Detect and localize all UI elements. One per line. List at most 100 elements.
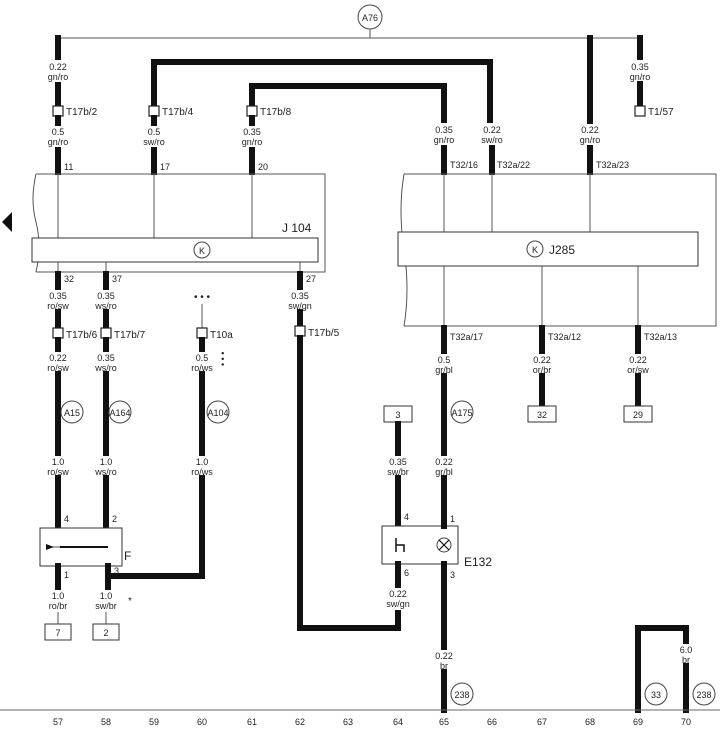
w37-color2: ws/ro bbox=[94, 363, 117, 373]
f-out-l-size: 1.0 bbox=[52, 591, 65, 601]
right-size: 6.0 bbox=[680, 645, 693, 655]
col-num-1: 57 bbox=[53, 717, 63, 727]
j285-wire-size-3: 0.22 bbox=[581, 125, 599, 135]
connector-label-t17b-8: T17b/8 bbox=[260, 107, 292, 118]
j285-pin-3: T32a/23 bbox=[596, 160, 629, 170]
label-bg-10 bbox=[40, 352, 76, 374]
j285b-pin-1: T32a/17 bbox=[450, 332, 483, 342]
connector-t17b-2 bbox=[52, 105, 64, 117]
label-bg-2 bbox=[40, 126, 76, 148]
j285b3-size: 0.22 bbox=[629, 355, 647, 365]
j285b1-size2: 0.22 bbox=[435, 457, 453, 467]
wire-loop-gn-ro bbox=[249, 83, 447, 123]
wire-loop-sw-ro bbox=[151, 59, 493, 123]
w32-size2: 0.22 bbox=[49, 353, 67, 363]
connector-label-t17b-2: T17b/2 bbox=[66, 107, 98, 118]
label-bg-20 bbox=[378, 456, 418, 478]
w37-color: ws/ro bbox=[94, 301, 117, 311]
ref-circle-a175 bbox=[450, 400, 474, 424]
box-7-label: 7 bbox=[55, 628, 60, 638]
connector-label-t17b-4: T17b/4 bbox=[162, 107, 194, 118]
f-pin-2: 2 bbox=[112, 514, 117, 524]
e132-swgn-size: 0.22 bbox=[389, 589, 407, 599]
label-bg-25 bbox=[522, 354, 562, 376]
left-arrow-icon bbox=[2, 212, 12, 232]
j285b1-size: 0.5 bbox=[438, 355, 451, 365]
conn-t17b-5: T17b/5 bbox=[308, 328, 340, 339]
box-32 bbox=[527, 405, 557, 423]
label-bg-24 bbox=[424, 650, 464, 672]
j285-symbol: K bbox=[532, 245, 538, 255]
j285-frame bbox=[404, 173, 717, 327]
box-7 bbox=[44, 623, 72, 641]
connector-t17b-8 bbox=[246, 105, 258, 117]
label-bg-3 bbox=[136, 126, 172, 148]
label-bg-23 bbox=[424, 456, 464, 478]
wire-right-loop bbox=[635, 625, 689, 713]
w32-color2: ro/sw bbox=[47, 363, 69, 373]
ref-circle-238-a bbox=[450, 682, 474, 706]
connector-t17b-6 bbox=[52, 327, 64, 339]
j104-symbol-circle bbox=[193, 241, 211, 259]
j104-pin-11: 11 bbox=[64, 162, 73, 172]
wire-color-1: gn/ro bbox=[48, 72, 69, 82]
wire-color-2: gn/ro bbox=[630, 72, 651, 82]
f-out-r-color: sw/br bbox=[95, 601, 117, 611]
w27-size: 0.35 bbox=[291, 291, 309, 301]
j285b-pin-3: T32a/13 bbox=[644, 332, 677, 342]
label-bg-17 bbox=[280, 290, 320, 312]
j285b1-color: gr/bl bbox=[435, 365, 453, 375]
t10a-size3: 1.0 bbox=[196, 457, 209, 467]
j285-wire-color-2: sw/ro bbox=[481, 135, 503, 145]
e132-pin-6: 6 bbox=[404, 568, 409, 578]
w37-size: 0.35 bbox=[97, 291, 115, 301]
ref-238-b: 238 bbox=[696, 690, 711, 700]
col-num-11: 67 bbox=[537, 717, 547, 727]
e132-label: E132 bbox=[464, 555, 492, 569]
f-pin-3: 3 bbox=[114, 566, 119, 576]
col-num-10: 66 bbox=[487, 717, 497, 727]
j104-wire-color-3: gn/ro bbox=[242, 137, 263, 147]
label-bg-15 bbox=[184, 352, 220, 374]
j104-pin-37: 37 bbox=[112, 274, 122, 284]
label-bg-13 bbox=[88, 352, 124, 374]
switch-arrow-icon bbox=[46, 544, 54, 550]
j285b-pin-2: T32a/12 bbox=[548, 332, 581, 342]
col-num-6: 62 bbox=[295, 717, 305, 727]
col-num-13: 69 bbox=[633, 717, 643, 727]
j285b2-color: or/br bbox=[533, 365, 552, 375]
label-bg-5 bbox=[424, 124, 464, 146]
label-bg-16 bbox=[184, 456, 220, 478]
column-numbers: 57 58 59 60 61 62 63 64 65 66 67 68 69 7… bbox=[53, 717, 691, 727]
label-bg-7 bbox=[570, 124, 610, 146]
ref-a76: A76 bbox=[362, 13, 378, 23]
conn-t17b-6: T17b/6 bbox=[66, 330, 98, 341]
j285-label: J285 bbox=[549, 243, 575, 257]
j104-wire-color-2: sw/ro bbox=[143, 137, 165, 147]
label-bg-9 bbox=[40, 290, 76, 312]
col-num-2: 58 bbox=[101, 717, 111, 727]
f-out-l-color: ro/br bbox=[49, 601, 68, 611]
t10a-color3: ro/ws bbox=[191, 467, 213, 477]
f-pin-1: 1 bbox=[64, 570, 69, 580]
j285-wire-color-3: gn/ro bbox=[580, 135, 601, 145]
label-bg-22 bbox=[424, 354, 464, 376]
ref-a15: A15 bbox=[64, 408, 80, 418]
label-bg-19 bbox=[88, 590, 124, 612]
j285-wire-size-2: 0.22 bbox=[483, 125, 501, 135]
j285-symbol-circle bbox=[526, 240, 544, 258]
j285-pin-2: T32a/22 bbox=[497, 160, 530, 170]
connector-t17b-7 bbox=[100, 327, 112, 339]
j104-wire-color-1: gn/ro bbox=[48, 137, 69, 147]
col-num-4: 60 bbox=[197, 717, 207, 727]
wire-t10a-c bbox=[109, 475, 205, 579]
e132-br-size: 0.22 bbox=[435, 651, 453, 661]
col-num-5: 61 bbox=[247, 717, 257, 727]
ref-33: 33 bbox=[651, 690, 661, 700]
label-bg-8 bbox=[620, 60, 660, 82]
w37-size3: 1.0 bbox=[100, 457, 113, 467]
ref-circle-33 bbox=[644, 682, 668, 706]
label-bg-4 bbox=[232, 126, 272, 148]
j104-pin-32: 32 bbox=[64, 274, 74, 284]
w32-size3: 1.0 bbox=[52, 457, 65, 467]
